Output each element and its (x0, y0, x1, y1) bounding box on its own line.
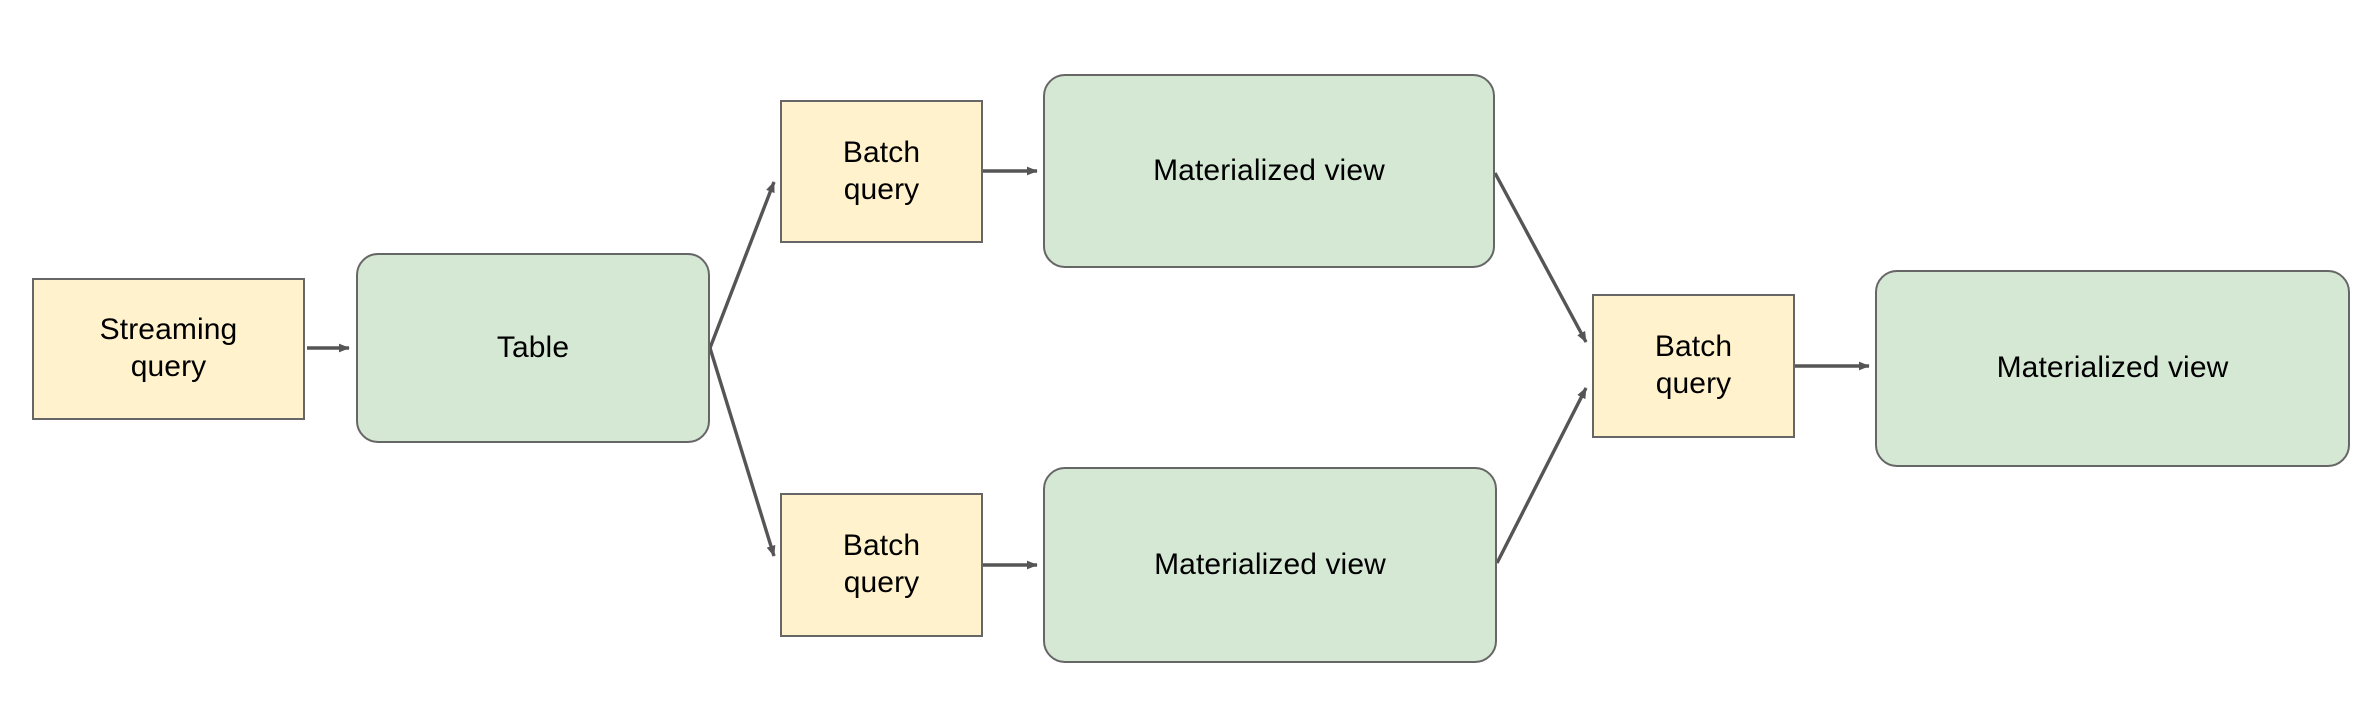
node-label: Batch query (1654, 330, 1733, 400)
node-label: Materialized view (1153, 153, 1385, 187)
node-label: Batch query (842, 135, 921, 206)
node-batch-query-bottom[interactable]: Batch query (780, 493, 983, 637)
node-label: Streaming query (99, 313, 238, 383)
node-batch-query-top[interactable]: Batch query (780, 100, 983, 243)
edge-table-to-batch-query-top (708, 181, 776, 349)
node-materialized-view-top[interactable]: Materialized view (1043, 74, 1495, 268)
node-batch-query-middle[interactable]: Batch query (1592, 294, 1795, 438)
node-materialized-view-right[interactable]: Materialized view (1875, 270, 2350, 467)
edge-table-to-batch-query-bottom (708, 347, 776, 557)
node-label: Materialized view (1996, 351, 2229, 385)
edge-materialized-view-top-to-batch-query-middle (1493, 172, 1588, 343)
node-materialized-view-bottom[interactable]: Materialized view (1043, 467, 1497, 663)
node-label: Materialized view (1154, 547, 1386, 581)
node-streaming-query[interactable]: Streaming query (32, 278, 305, 420)
node-label: Batch query (842, 529, 921, 599)
node-table[interactable]: Table (356, 253, 710, 443)
edge-materialized-view-bottom-to-batch-query-middle (1495, 387, 1588, 564)
node-label: Table (496, 330, 570, 364)
